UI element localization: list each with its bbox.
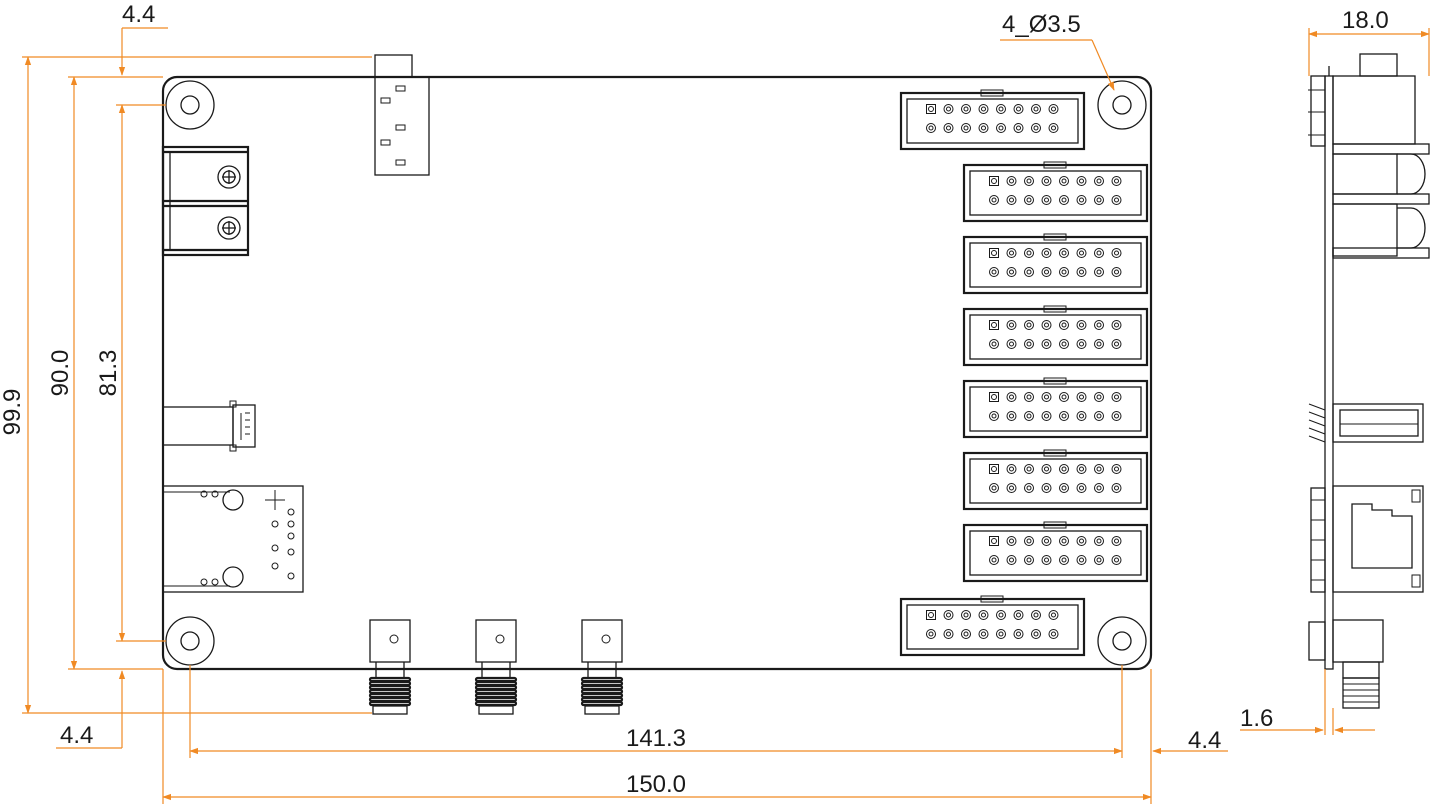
pcb-outline bbox=[161, 75, 1153, 671]
dim-height-holes: 81.3 bbox=[95, 350, 122, 397]
idc-header-group bbox=[899, 89, 1149, 657]
side-view bbox=[1308, 53, 1430, 709]
sma-thread-side bbox=[1342, 677, 1380, 709]
dim-side-width: 18.0 bbox=[1342, 7, 1389, 34]
power-connector bbox=[374, 54, 430, 176]
idc-header bbox=[962, 305, 1149, 367]
sma-connector-group bbox=[368, 619, 624, 715]
mounting-hole-bottom-right bbox=[1097, 616, 1147, 666]
dim-hole-spec: 4_Ø3.5 bbox=[1002, 11, 1081, 38]
dim-height-total: 99.9 bbox=[0, 389, 26, 436]
idc-header bbox=[962, 449, 1149, 511]
sma-connector bbox=[368, 619, 412, 715]
mounting-hole-bottom-left bbox=[165, 616, 215, 666]
screw-icon bbox=[217, 165, 241, 189]
screw-icon bbox=[217, 216, 241, 240]
idc-header bbox=[962, 233, 1149, 295]
dim-top-offset: 4.4 bbox=[122, 1, 155, 28]
mounting-hole-top-right bbox=[1097, 80, 1147, 130]
idc-header bbox=[962, 161, 1149, 223]
idc-header bbox=[962, 377, 1149, 439]
ethernet-connector bbox=[162, 485, 304, 593]
dim-bottom-offset: 4.4 bbox=[60, 722, 93, 749]
dim-board-thickness: 1.6 bbox=[1240, 705, 1273, 732]
dim-board-width: 150.0 bbox=[626, 771, 686, 798]
dim-right-offset: 4.4 bbox=[1188, 727, 1221, 754]
dim-hole-span: 141.3 bbox=[626, 725, 686, 752]
dimension-lines bbox=[22, 27, 1430, 804]
usb-connector bbox=[162, 400, 256, 452]
dim-height-board: 90.0 bbox=[47, 350, 74, 397]
idc-header bbox=[899, 89, 1086, 151]
sma-connector bbox=[474, 619, 518, 715]
mounting-hole-top-left bbox=[165, 80, 215, 130]
idc-header bbox=[899, 595, 1086, 657]
terminal-block bbox=[161, 145, 250, 257]
idc-header bbox=[962, 521, 1149, 583]
sma-connector bbox=[580, 619, 624, 715]
